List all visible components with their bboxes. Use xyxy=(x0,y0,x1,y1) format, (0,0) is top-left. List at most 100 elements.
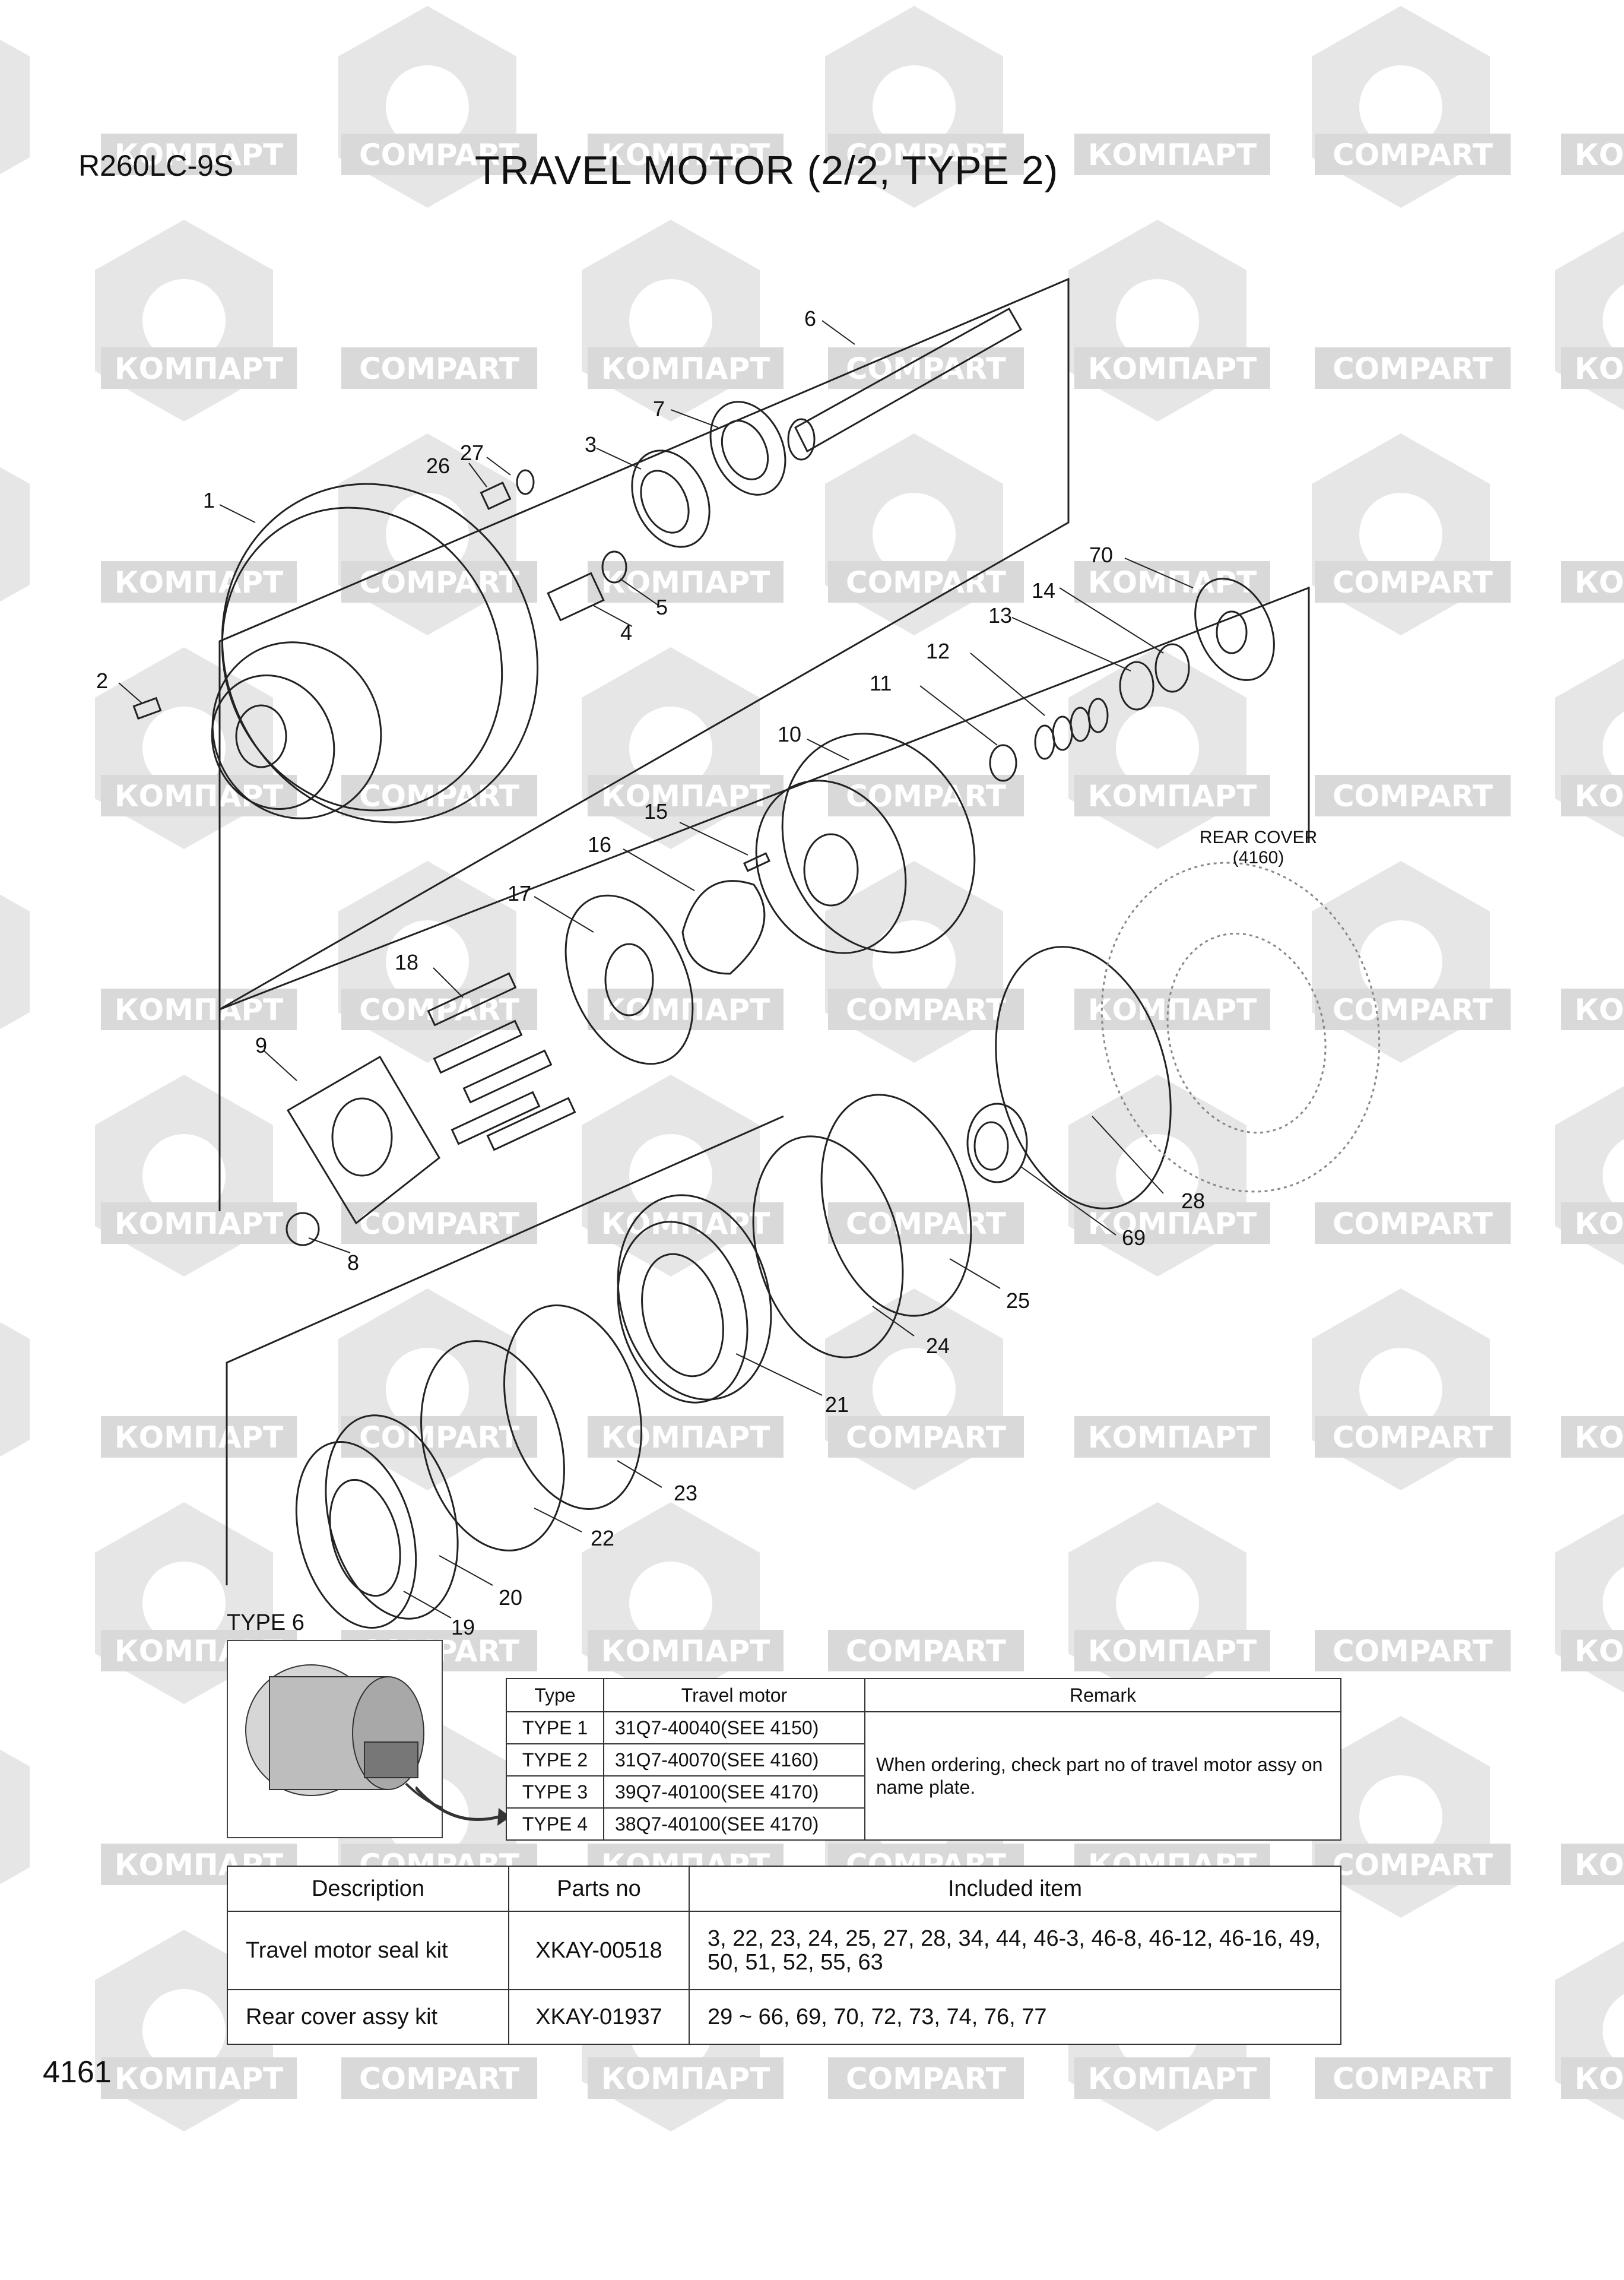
callout-13: 13 xyxy=(988,603,1013,628)
type6-motor-image xyxy=(245,1664,490,1816)
watermark-text: КОМПАРТ xyxy=(1088,779,1257,813)
watermark-band xyxy=(1561,775,1624,816)
callout-24: 24 xyxy=(926,1334,950,1358)
watermark-text: COMPART xyxy=(1333,138,1493,172)
watermark-band xyxy=(1561,1416,1624,1458)
watermark-band xyxy=(341,1416,537,1458)
page-title: TRAVEL MOTOR (2/2, TYPE 2) xyxy=(475,148,1059,193)
watermark-band xyxy=(828,1630,1024,1671)
watermark-text: КОМПАРТ xyxy=(1088,1420,1257,1455)
part-5-oring xyxy=(601,550,627,584)
watermark-band xyxy=(1561,1202,1624,1244)
watermark-band xyxy=(588,1630,784,1671)
callout-27: 27 xyxy=(460,441,484,465)
part-18-pistons xyxy=(427,972,576,1151)
watermark-text: КОМПАРТ xyxy=(115,779,283,813)
remark-cell: When ordering, check part no of travel m… xyxy=(864,1711,1341,1841)
part-23-oring xyxy=(503,1304,643,1510)
kit-table-header: Description Parts no Included item xyxy=(227,1866,1341,1912)
frame-line-lower xyxy=(226,1115,784,1585)
watermark-text: КОМПАРТ xyxy=(1575,993,1624,1027)
watermark-text: COMPART xyxy=(846,138,1006,172)
callout-17: 17 xyxy=(508,881,532,905)
watermark-band xyxy=(1315,1416,1511,1458)
watermark-text: COMPART xyxy=(846,2062,1006,2096)
part-10-cylinder xyxy=(755,733,976,954)
rear-cover-label: REAR COVER (4160) xyxy=(1163,828,1353,868)
part-25-oring xyxy=(820,1094,972,1317)
watermark-text: COMPART xyxy=(1333,1848,1493,1882)
watermark-text: COMPART xyxy=(846,352,1006,386)
table-row: TYPE 1 31Q7-40040(SEE 4150) When orderin… xyxy=(506,1711,1341,1841)
part-3-bearing xyxy=(631,449,710,548)
table-row: Rear cover assy kit XKAY-01937 29 ~ 66, … xyxy=(227,1989,1341,2045)
watermark-band xyxy=(1315,775,1511,816)
part-26-pin xyxy=(480,481,512,511)
watermark-text: COMPART xyxy=(846,993,1006,1027)
callout-20: 20 xyxy=(499,1585,523,1610)
part-2-plug xyxy=(132,696,162,720)
watermark-text: COMPART xyxy=(1333,2062,1493,2096)
parts-no-header: Parts no xyxy=(508,1866,690,1912)
watermark-text: КОМПАРТ xyxy=(1575,1848,1624,1882)
part-16-ball-guide xyxy=(681,880,766,975)
watermark-text: КОМПАРТ xyxy=(601,2062,770,2096)
watermark-band xyxy=(588,1202,784,1244)
watermark-band xyxy=(1074,775,1270,816)
watermark-band xyxy=(1315,1844,1511,1885)
watermark-text: COMPART xyxy=(359,1206,519,1241)
rear-cover-label-text: REAR COVER xyxy=(1199,828,1318,847)
part-22-oring xyxy=(420,1340,565,1551)
remark-header: Remark xyxy=(864,1678,1341,1712)
leader-lines xyxy=(118,320,1194,1619)
watermark-band xyxy=(588,347,784,389)
part-14-ring xyxy=(1154,643,1190,693)
watermark-text: КОМПАРТ xyxy=(115,352,283,386)
part-28-oring xyxy=(995,946,1172,1209)
watermark-band xyxy=(828,1202,1024,1244)
watermark-band xyxy=(1561,1844,1624,1885)
callout-15: 15 xyxy=(644,799,668,824)
watermark-band xyxy=(828,561,1024,603)
watermark-band xyxy=(1561,347,1624,389)
type-table-header: Type Travel motor Remark xyxy=(506,1678,1341,1712)
frame-line-upper xyxy=(218,277,1070,1011)
watermark-text: КОМПАРТ xyxy=(601,1634,770,1668)
callout-12: 12 xyxy=(926,639,950,663)
watermark-band xyxy=(828,2057,1024,2099)
watermark-text: COMPART xyxy=(359,1420,519,1455)
watermark-band xyxy=(1074,2057,1270,2099)
watermark-band xyxy=(1074,347,1270,389)
watermark-text: КОМПАРТ xyxy=(601,565,770,600)
watermark-band xyxy=(341,561,537,603)
watermark-band xyxy=(101,1416,297,1458)
watermark-text: КОМПАРТ xyxy=(1575,565,1624,600)
callout-19: 19 xyxy=(451,1615,475,1639)
callout-8: 8 xyxy=(347,1250,360,1275)
watermark-text: COMPART xyxy=(1333,1634,1493,1668)
rear-cover-ref: (4160) xyxy=(1232,848,1284,867)
type-header: Type xyxy=(506,1678,604,1712)
watermark-text: КОМПАРТ xyxy=(1575,2062,1624,2096)
watermark-band xyxy=(1561,1630,1624,1671)
watermark-band xyxy=(828,989,1024,1030)
watermark-text: КОМПАРТ xyxy=(115,138,283,172)
type6-label: TYPE 6 xyxy=(227,1610,304,1635)
callout-22: 22 xyxy=(591,1526,615,1550)
callout-14: 14 xyxy=(1032,578,1056,603)
part-7-bearing xyxy=(709,401,786,496)
watermark-text: COMPART xyxy=(1333,779,1493,813)
watermark-band xyxy=(588,134,784,175)
part-11-washer xyxy=(989,744,1017,782)
callout-21: 21 xyxy=(825,1392,849,1417)
watermark-band xyxy=(101,347,297,389)
watermark-text: КОМПАРТ xyxy=(1088,2062,1257,2096)
part-12-spring xyxy=(1034,698,1109,760)
callout-28: 28 xyxy=(1181,1189,1206,1213)
travel-motor-header: Travel motor xyxy=(603,1678,865,1712)
watermark-band xyxy=(101,561,297,603)
watermark-band xyxy=(588,561,784,603)
table-row: TYPE 2 31Q7-40070(SEE 4160) xyxy=(506,1743,1341,1776)
type-cell: TYPE 4 xyxy=(506,1807,604,1841)
included-item-header: Included item xyxy=(689,1866,1341,1912)
